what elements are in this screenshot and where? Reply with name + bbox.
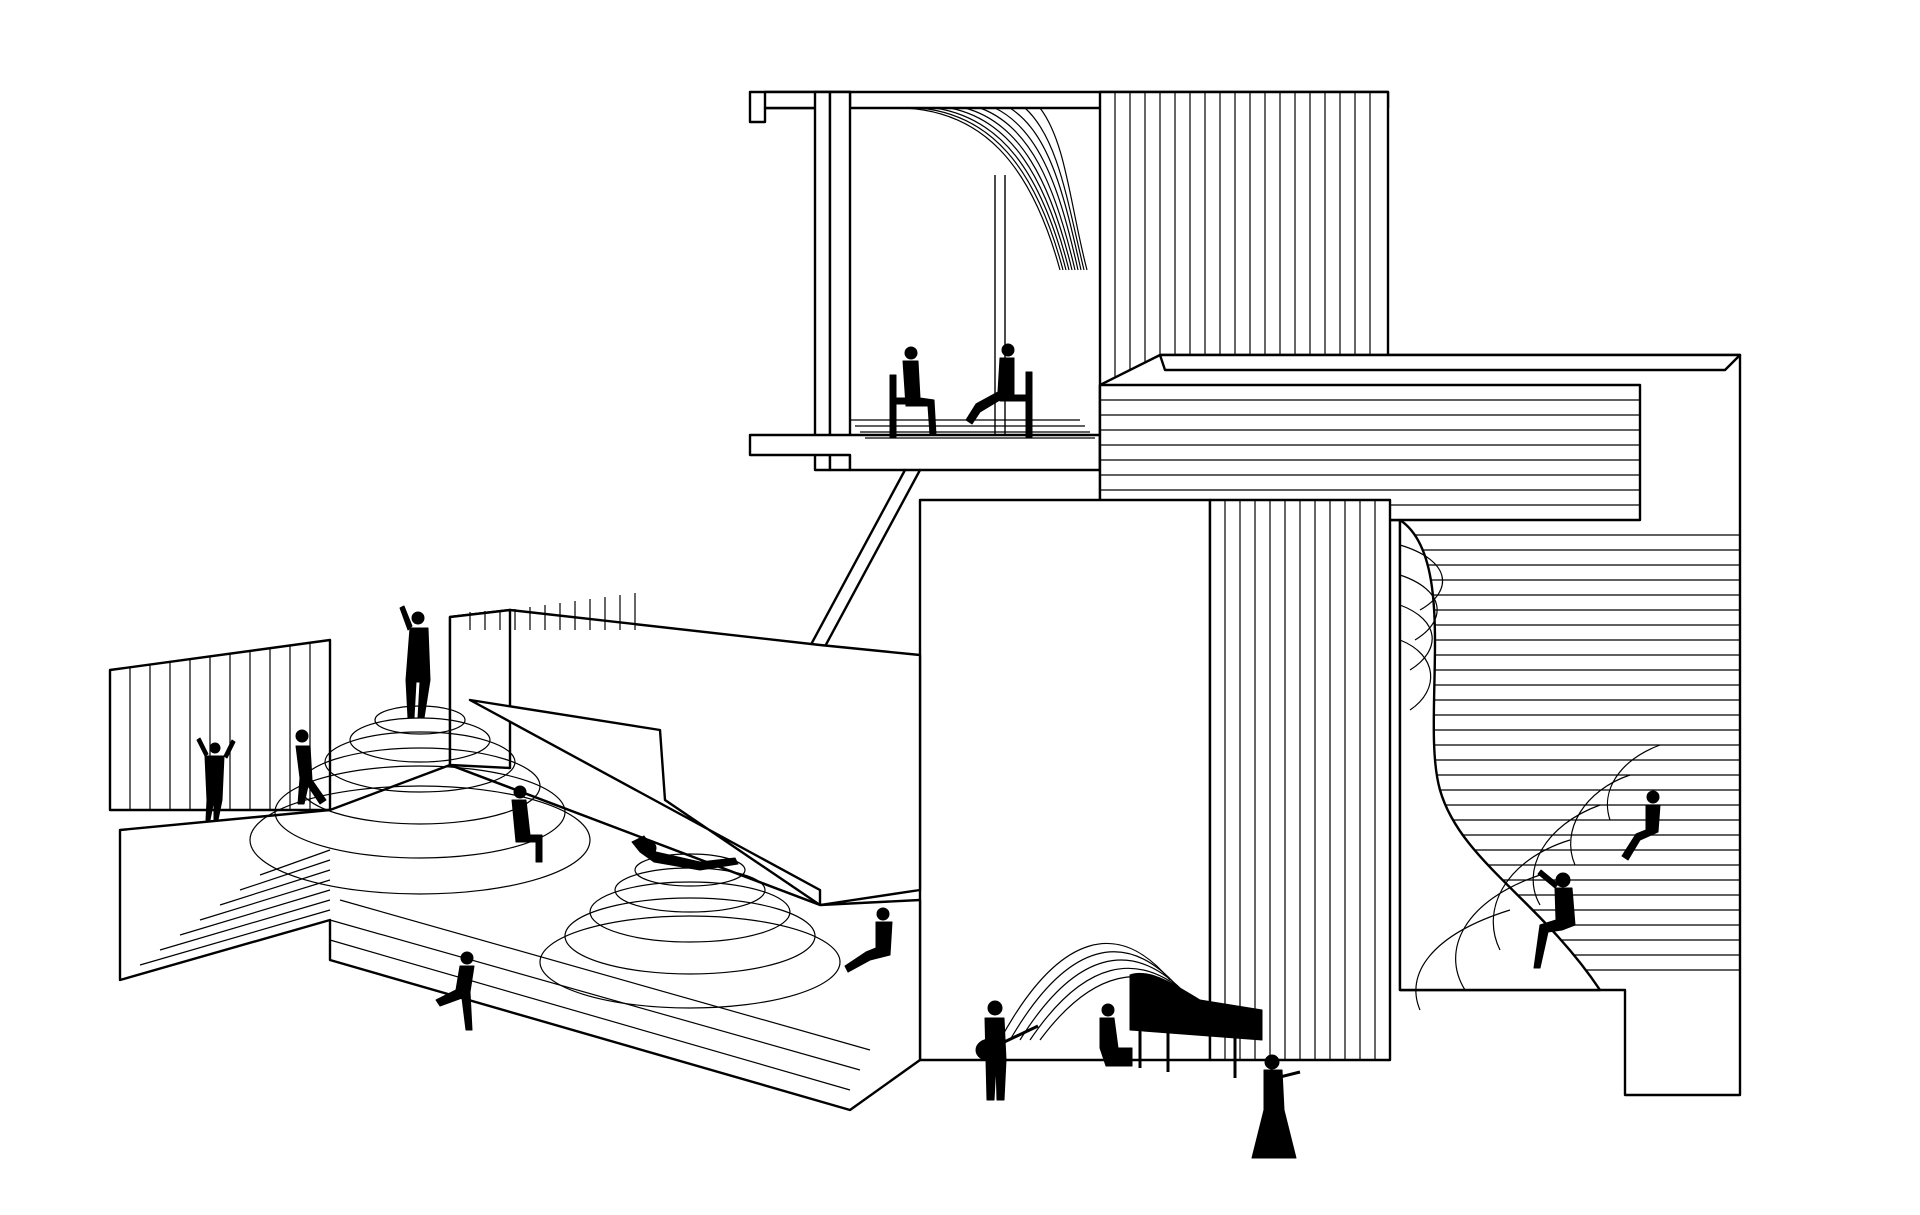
left-stepped-platform: [108, 638, 922, 1112]
hourglass-steps: [1399, 544, 1444, 711]
person-raising-hand-icon: [399, 605, 431, 719]
people: [196, 343, 1661, 1159]
seated-person-right-1-icon: [1621, 790, 1661, 861]
seated-person-right-2-icon: [1533, 869, 1576, 969]
balcony-person-1-icon: [889, 346, 937, 438]
person-running-icon: [435, 951, 475, 1031]
grand-piano-icon: [1129, 973, 1263, 1078]
left-stair-lines: [139, 849, 871, 1111]
central-slab-wall: [798, 468, 1392, 1062]
pianist-icon: [1099, 1003, 1133, 1067]
curtain-curves: [904, 107, 1088, 271]
person-walking-icon: [295, 729, 327, 805]
left-tiered-drum: [249, 705, 591, 895]
right-seating-rows: [1415, 744, 1661, 1011]
person-leaning-icon: [196, 737, 236, 821]
balcony-person-2-icon: [965, 343, 1033, 438]
person-drinking-icon: [844, 907, 893, 973]
right-stacked-tower: [1098, 353, 1742, 1097]
person-sitting-icon: [511, 785, 543, 863]
violinist-icon: [1251, 1054, 1301, 1159]
guitar-player-icon: [975, 1000, 1039, 1101]
person-reading-icon: [631, 835, 739, 871]
mid-cantilever-box: [448, 593, 922, 907]
